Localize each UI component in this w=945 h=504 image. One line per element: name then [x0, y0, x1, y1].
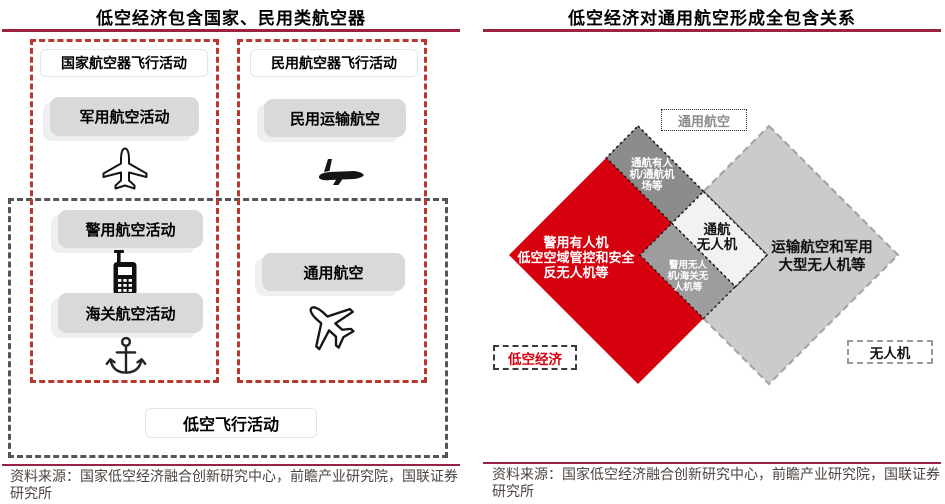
- left-title-underline: [2, 29, 460, 32]
- ga-drones-line2: 无人机: [696, 236, 738, 252]
- right-panel-title: 低空经济对通用航空形成全包含关系: [568, 9, 856, 29]
- red-region-line3: 反无人机等: [543, 265, 608, 280]
- anchor-icon: [105, 336, 147, 374]
- ga-drones-line1: 通航: [704, 221, 732, 237]
- low-altitude-activities-dashed-box: [8, 198, 448, 458]
- ga-manned-line3: 场等: [642, 179, 663, 192]
- inclusion-diagram: 警用有人机 低空空域管控和安全 反无人机等 通航有人 机/通航机 场等 通航 无…: [509, 124, 900, 386]
- red-region-line2: 低空空域管控和安全: [516, 250, 635, 265]
- civil-transport-box: 民用运输航空: [264, 99, 406, 137]
- fighter-jet-icon: [102, 147, 148, 190]
- low-altitude-economy-tag: 低空经济: [493, 345, 577, 370]
- police-drones-line3: 人机等: [674, 281, 703, 293]
- ga-manned-line1: 通航有人: [631, 156, 673, 169]
- national-aircraft-label: 国家航空器飞行活动: [40, 49, 208, 77]
- civil-aircraft-label: 民用航空器飞行活动: [250, 49, 418, 77]
- police-drones-band: [639, 222, 737, 320]
- police-drones-line1: 警用无人: [669, 259, 708, 271]
- general-aviation-tag: 通用航空: [661, 109, 747, 131]
- left-panel-title: 低空经济包含国家、民用类航空器: [96, 9, 366, 29]
- right-source-note: 资料来源：国家低空经济融合创新研究中心，前瞻产业研究院，国联证券研究所: [492, 467, 940, 500]
- transport-drones-line1: 运输航空和军用: [771, 238, 873, 256]
- military-aviation-box: 军用航空活动: [50, 97, 199, 136]
- right-panel: 低空经济对通用航空形成全包含关系: [472, 0, 945, 504]
- drones-tag: 无人机: [847, 340, 933, 364]
- low-altitude-flight-label: 低空飞行活动: [145, 408, 317, 438]
- walkie-talkie-icon: [113, 250, 137, 295]
- airliner-icon: [318, 159, 364, 185]
- ga-manned-line2: 机/通航机: [630, 168, 675, 181]
- police-drones-line2: 机/海关无: [668, 270, 709, 282]
- left-panel: 低空经济包含国家、民用类航空器 国家航空器飞行活动 民用航空器飞行活动 军用航空…: [0, 0, 472, 504]
- right-bottom-rule: [483, 462, 941, 464]
- civil-aircraft-dashed-box: [237, 39, 427, 383]
- general-aviation-box: 通用航空: [262, 253, 405, 291]
- small-plane-icon: [309, 306, 355, 351]
- right-title-underline: [483, 29, 941, 32]
- customs-aviation-box: 海关航空活动: [58, 293, 203, 333]
- national-aircraft-dashed-box: [30, 39, 219, 383]
- left-bottom-rule: [2, 464, 460, 466]
- left-source-note: 资料来源：国家低空经济融合创新研究中心，前瞻产业研究院，国联证券研究所: [10, 469, 458, 502]
- transport-drones-line2: 大型无人机等: [779, 256, 866, 274]
- police-aviation-box: 警用航空活动: [58, 210, 203, 248]
- red-region-line1: 警用有人机: [543, 235, 608, 250]
